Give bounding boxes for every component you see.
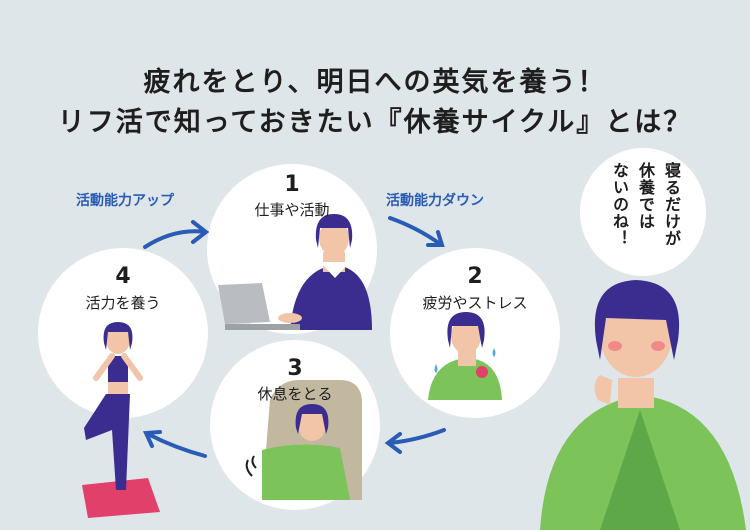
step-2-number: 2 <box>467 264 483 289</box>
title-line-1: 疲れをとり、明日への英気を養う！ <box>143 67 607 98</box>
worker-illustration <box>218 214 372 330</box>
resting-person-illustration <box>245 380 362 500</box>
step-1-number: 1 <box>284 172 300 197</box>
step-4-label: 活力を養う <box>85 294 161 312</box>
arrow-down-icon <box>388 216 445 247</box>
step-2-label: 疲労やストレス <box>422 294 528 312</box>
speech-line-1: 寝るだけが <box>662 162 681 247</box>
arrow-up-icon <box>143 220 210 249</box>
ability-up-label: 活動能力アップ <box>76 193 174 209</box>
thinking-woman-illustration <box>540 280 746 530</box>
arrow-left-to-4-icon <box>142 430 207 458</box>
arrow-right-to-3-icon <box>384 428 446 454</box>
title-line-2: リフ活で知っておきたい『休養サイクル』とは？ <box>57 107 693 138</box>
step-3-number: 3 <box>287 356 303 381</box>
step-3-label: 休息をとる <box>257 385 333 403</box>
step-1-label: 仕事や活動 <box>254 201 330 219</box>
speech-line-2: 休養では <box>636 162 655 230</box>
step-4-number: 4 <box>115 264 131 289</box>
speech-line-3: ないのね！ <box>610 162 629 247</box>
ability-down-label: 活動能力ダウン <box>386 193 484 209</box>
tired-person-illustration <box>428 312 502 400</box>
speech-bubble <box>580 148 706 276</box>
yoga-person-illustration <box>82 322 160 518</box>
